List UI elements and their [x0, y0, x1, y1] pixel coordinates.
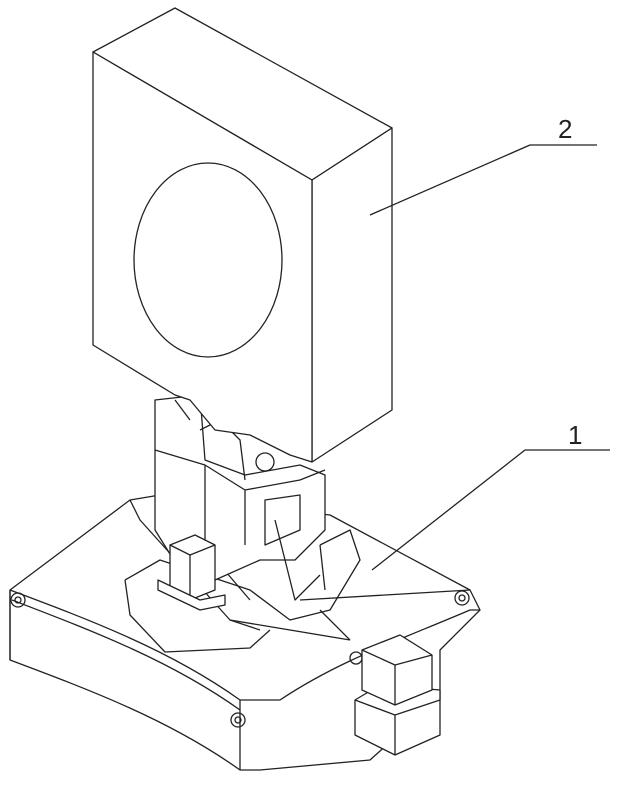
small-block-left — [157, 534, 226, 611]
leader-line-1 — [371, 449, 610, 571]
label-2: 2 — [558, 114, 573, 144]
small-block-right — [354, 634, 441, 756]
housing-box — [92, 7, 393, 463]
circular-window — [133, 162, 283, 358]
label-1: 1 — [568, 420, 583, 450]
leader-line-2 — [369, 144, 597, 216]
